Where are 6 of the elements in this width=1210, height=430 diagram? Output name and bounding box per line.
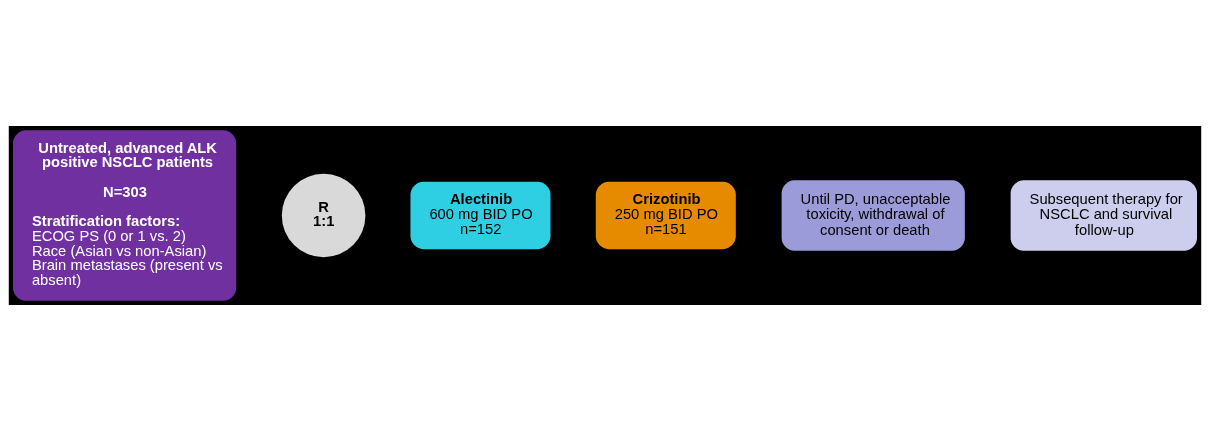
node-box: Until PD, unacceptable toxicity, withdrawal of consent or death: [781, 179, 965, 251]
node-box: Subsequent therapy for NSCLC and survival follow-up: [1010, 179, 1197, 251]
node-circle: R 1:1: [281, 173, 366, 257]
node-box: Crizotinib 250 mg BID PO n=151: [595, 181, 736, 249]
node-box: Untreated, advanced ALK positive NSCLC patients N=303 Stratification factors: ECOG PS (0 or 1 vs. 2) Race (Asian vs non-Asian) Brain metastases (present vs absent): [13, 129, 237, 301]
node-box: Alectinib 600 mg BID PO n=152: [410, 181, 551, 249]
